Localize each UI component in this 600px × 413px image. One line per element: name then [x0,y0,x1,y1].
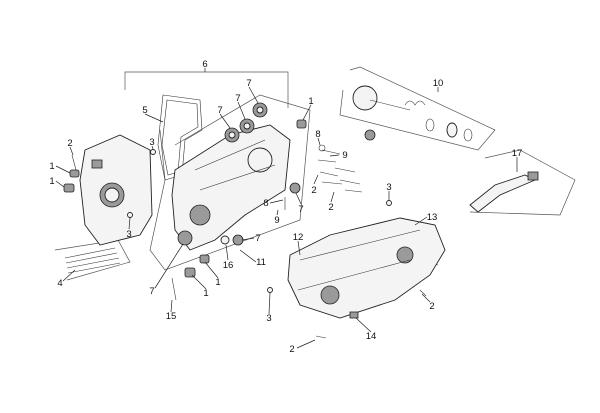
label-2: 2 [328,202,333,213]
label-3: 3 [266,313,271,324]
label-1: 1 [49,161,54,172]
group-outlines [54,66,576,281]
label-3: 3 [149,137,154,148]
left-crankcase-cover [79,134,153,246]
label-7: 7 [149,286,154,297]
dowel-pins [127,149,392,293]
label-10: 10 [433,78,444,89]
main-crankcase [171,124,291,251]
label-7: 7 [235,93,240,104]
label-3: 3 [126,229,131,240]
label-9: 9 [274,215,279,226]
label-1: 1 [215,277,220,288]
callout-labels: 6 7 7 7 5 1 10 2 3 8 9 1 1 2 2 3 17 8 9 … [49,59,522,355]
label-7: 7 [217,105,222,116]
label-13: 13 [427,212,438,223]
leader-lines [55,68,518,349]
label-11: 11 [256,257,266,268]
label-17: 17 [512,148,523,159]
label-1: 1 [308,96,313,107]
bearings [63,102,307,278]
label-2: 2 [67,138,72,149]
kick-lever [469,171,539,213]
gasket-strips [64,247,121,274]
label-8: 8 [263,198,268,209]
label-7: 7 [246,78,251,89]
label-5: 5 [142,105,147,116]
label-16: 16 [223,260,234,271]
label-1: 1 [49,176,54,187]
label-3: 3 [386,182,391,193]
label-12: 12 [293,232,304,243]
kickstart-assembly [352,85,473,142]
label-9: 9 [342,150,347,161]
label-2: 2 [311,185,316,196]
label-2: 2 [289,344,294,355]
label-6: 6 [202,59,207,70]
label-8: 8 [315,129,320,140]
label-14: 14 [366,331,377,342]
label-1: 1 [203,288,208,299]
label-15: 15 [166,311,177,322]
label-2: 2 [429,301,434,312]
gasket [157,94,203,181]
right-crankcase-cover [287,217,446,319]
label-4: 4 [57,278,62,289]
label-7: 7 [298,204,303,215]
label-7: 7 [255,233,260,244]
